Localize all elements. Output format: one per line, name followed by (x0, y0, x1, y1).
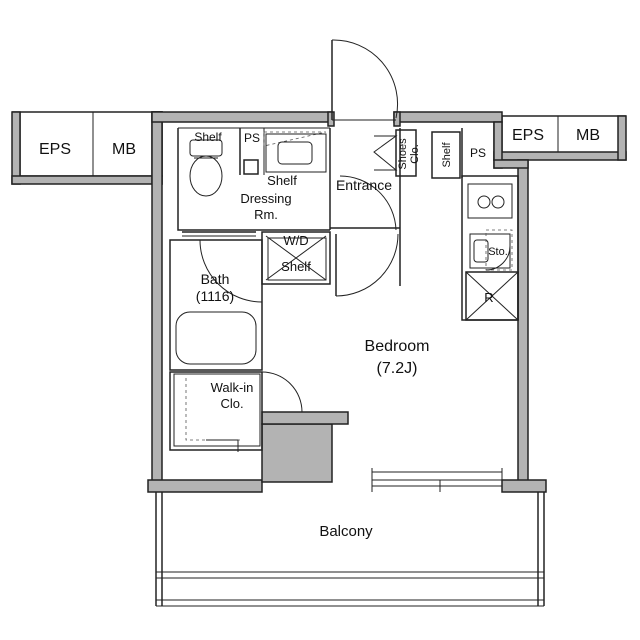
outer-walls (147, 111, 547, 493)
shelf-dressing-label: Shelf (267, 173, 297, 188)
mb-right-label: MB (576, 127, 600, 144)
bedroom-label-line2: (7.2J) (377, 360, 418, 377)
bath-label-line2: (1116) (196, 288, 234, 304)
refrigerator-label: R (484, 290, 493, 305)
eps-right-label: EPS (512, 127, 544, 144)
dressing-label-line2: Rm. (254, 207, 278, 222)
shoes-closet-label-line1: Shoes (397, 138, 409, 170)
bath-label-line1: Bath (201, 271, 230, 287)
walkin-closet-label-line2: Clo. (220, 396, 243, 411)
mb-left-label: MB (112, 141, 136, 158)
wd-label: W/D (283, 233, 308, 248)
eps-mb-left-block (11, 111, 163, 185)
bedroom-label-line1: Bedroom (365, 338, 430, 355)
shelf-toilet-label: Shelf (194, 130, 222, 144)
storage-label: Sto. (488, 246, 508, 258)
shelf-wd-label: Shelf (281, 259, 311, 274)
walkin-closet-label-line1: Walk-in (211, 380, 254, 395)
balcony-area (155, 492, 545, 607)
ps-left-label: PS (244, 131, 260, 145)
entrance-label: Entrance (336, 177, 392, 193)
interior-walls (169, 127, 519, 452)
shelf-entry-label: Shelf (441, 142, 453, 168)
shoes-closet-label-line2: Clo. (409, 144, 421, 164)
ps-right-label: PS (470, 146, 486, 160)
balcony-label: Balcony (319, 523, 373, 540)
entrance-door (331, 39, 399, 121)
eps-left-label: EPS (39, 141, 71, 158)
toilet-fixture (189, 139, 223, 197)
dressing-label-line1: Dressing (240, 191, 291, 206)
